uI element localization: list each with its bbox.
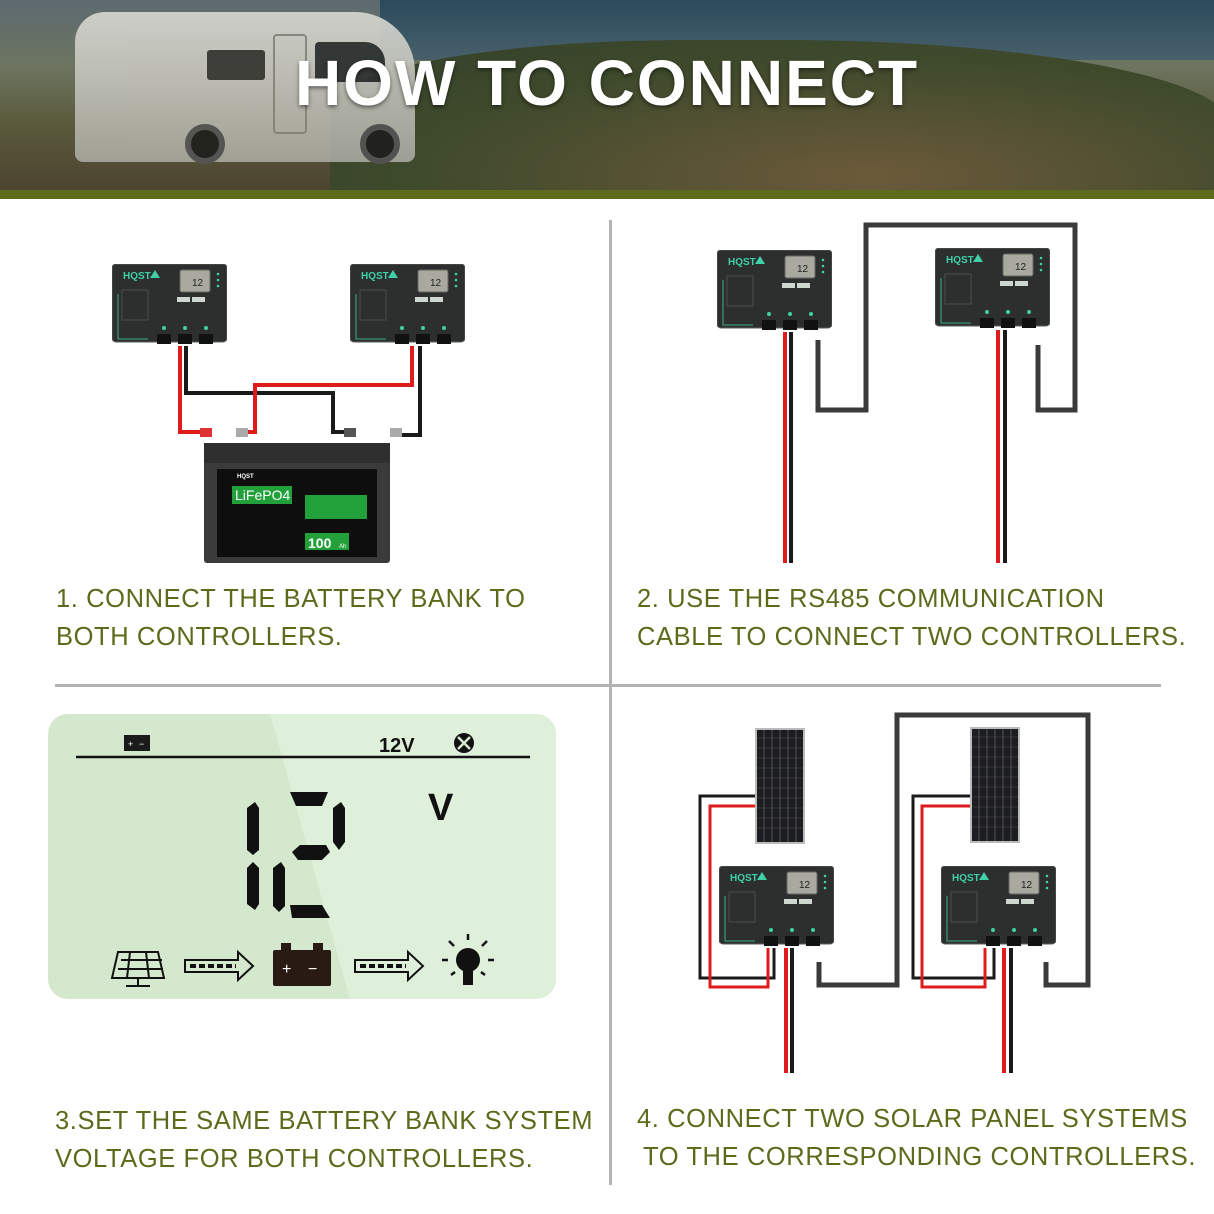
header-divider [0, 190, 1214, 199]
svg-text:+: + [282, 961, 291, 978]
charge-controller [112, 264, 227, 345]
arrow-icon [354, 949, 425, 983]
charge-controller [350, 264, 465, 345]
rs485-cable [816, 712, 1091, 988]
solar-panel-icon [110, 951, 166, 987]
rs485-cable [815, 222, 1078, 413]
lifepo4-battery: LiFePO4 HQST 100 Ah [200, 428, 402, 563]
charge-controller [935, 248, 1050, 329]
battery-large-icon: +− [273, 943, 331, 986]
step1-diagram: LiFePO4 HQST 100 Ah [112, 264, 465, 563]
step4-diagram [698, 712, 1091, 1073]
solar-panel [970, 727, 1020, 843]
light-bulb-icon [442, 934, 494, 985]
unit-label: V [428, 787, 454, 829]
page-title: HOW TO CONNECT [294, 47, 920, 119]
arrow-icon [184, 949, 255, 983]
svg-text:+: + [128, 739, 133, 749]
charge-controller [717, 250, 832, 331]
charge-controller [719, 866, 834, 947]
svg-text:100: 100 [308, 535, 332, 551]
svg-text:−: − [139, 739, 144, 749]
rv-image [75, 12, 415, 164]
settings-tool-icon [454, 733, 474, 753]
svg-text:−: − [308, 961, 317, 978]
seven-segment-12 [247, 792, 345, 918]
wire-black-left [184, 346, 350, 434]
wire-red-right [240, 346, 414, 434]
step2-diagram [717, 222, 1078, 563]
hero-photo-rv [0, 0, 1214, 190]
svg-text:Ah: Ah [339, 544, 346, 550]
vertical-divider [609, 220, 612, 1185]
battery-icon: + − [124, 735, 150, 751]
wire-black-right [395, 346, 422, 437]
svg-text:LiFePO4: LiFePO4 [235, 487, 290, 503]
wire-red-left [178, 346, 205, 434]
lcd-display: + − 12V V +− [48, 714, 556, 999]
system-voltage-label: 12V [379, 735, 415, 757]
charge-controller [941, 866, 1056, 947]
svg-text:HQST: HQST [237, 474, 254, 480]
horizontal-divider [55, 684, 1161, 687]
solar-panel [755, 728, 805, 844]
